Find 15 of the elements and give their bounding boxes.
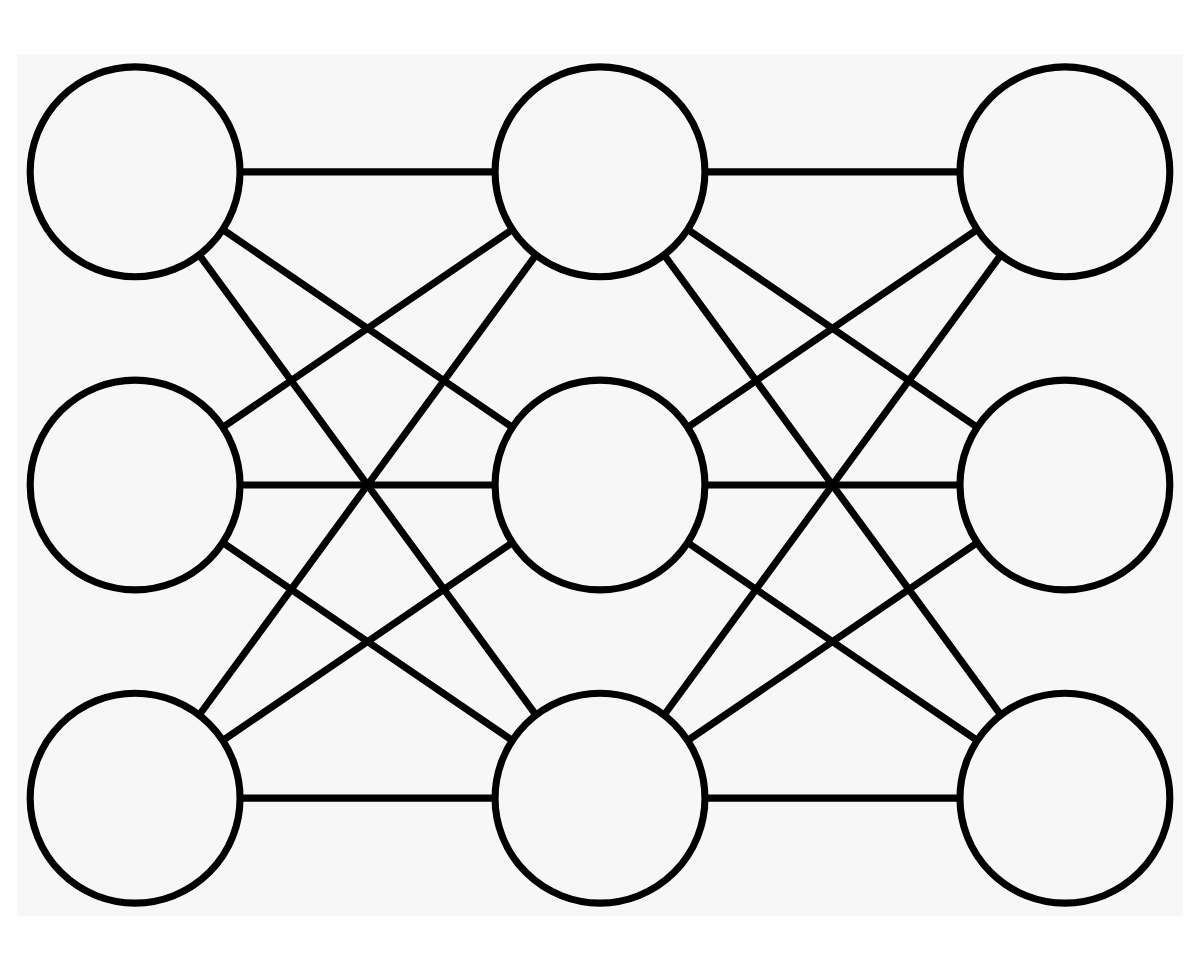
node-circle bbox=[491, 689, 709, 907]
connector bbox=[240, 168, 494, 176]
node-circle bbox=[956, 376, 1174, 594]
connector bbox=[240, 794, 494, 802]
node-circle bbox=[491, 63, 709, 281]
node-circle bbox=[956, 689, 1174, 907]
node-circle bbox=[26, 689, 244, 907]
connector bbox=[240, 481, 494, 489]
connector bbox=[704, 794, 959, 802]
node-circle bbox=[26, 63, 244, 281]
connector bbox=[704, 168, 959, 176]
node-circle bbox=[26, 376, 244, 594]
node-circle bbox=[956, 63, 1174, 281]
connector bbox=[704, 481, 959, 489]
node-circle bbox=[491, 376, 709, 594]
